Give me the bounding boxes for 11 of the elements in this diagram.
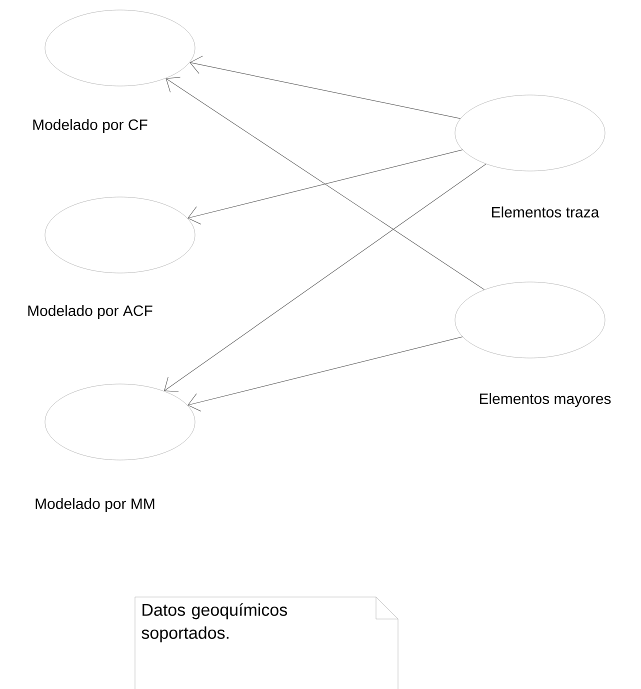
arrow bbox=[188, 336, 463, 412]
arrow bbox=[166, 76, 485, 290]
arrow bbox=[164, 164, 486, 392]
use-case-label: Modelado por MM bbox=[36, 498, 154, 512]
use-case-label: Modelado por CF bbox=[33, 119, 148, 133]
use-case-label: Modelado por ACF bbox=[28, 305, 152, 319]
use-case-label: Elementos mayores bbox=[480, 393, 611, 407]
arrow bbox=[190, 56, 461, 119]
use-case-label: Elementos traza bbox=[492, 206, 600, 218]
arrow bbox=[188, 150, 463, 224]
note-box: Datos geoquímicos soportados. bbox=[134, 596, 398, 689]
